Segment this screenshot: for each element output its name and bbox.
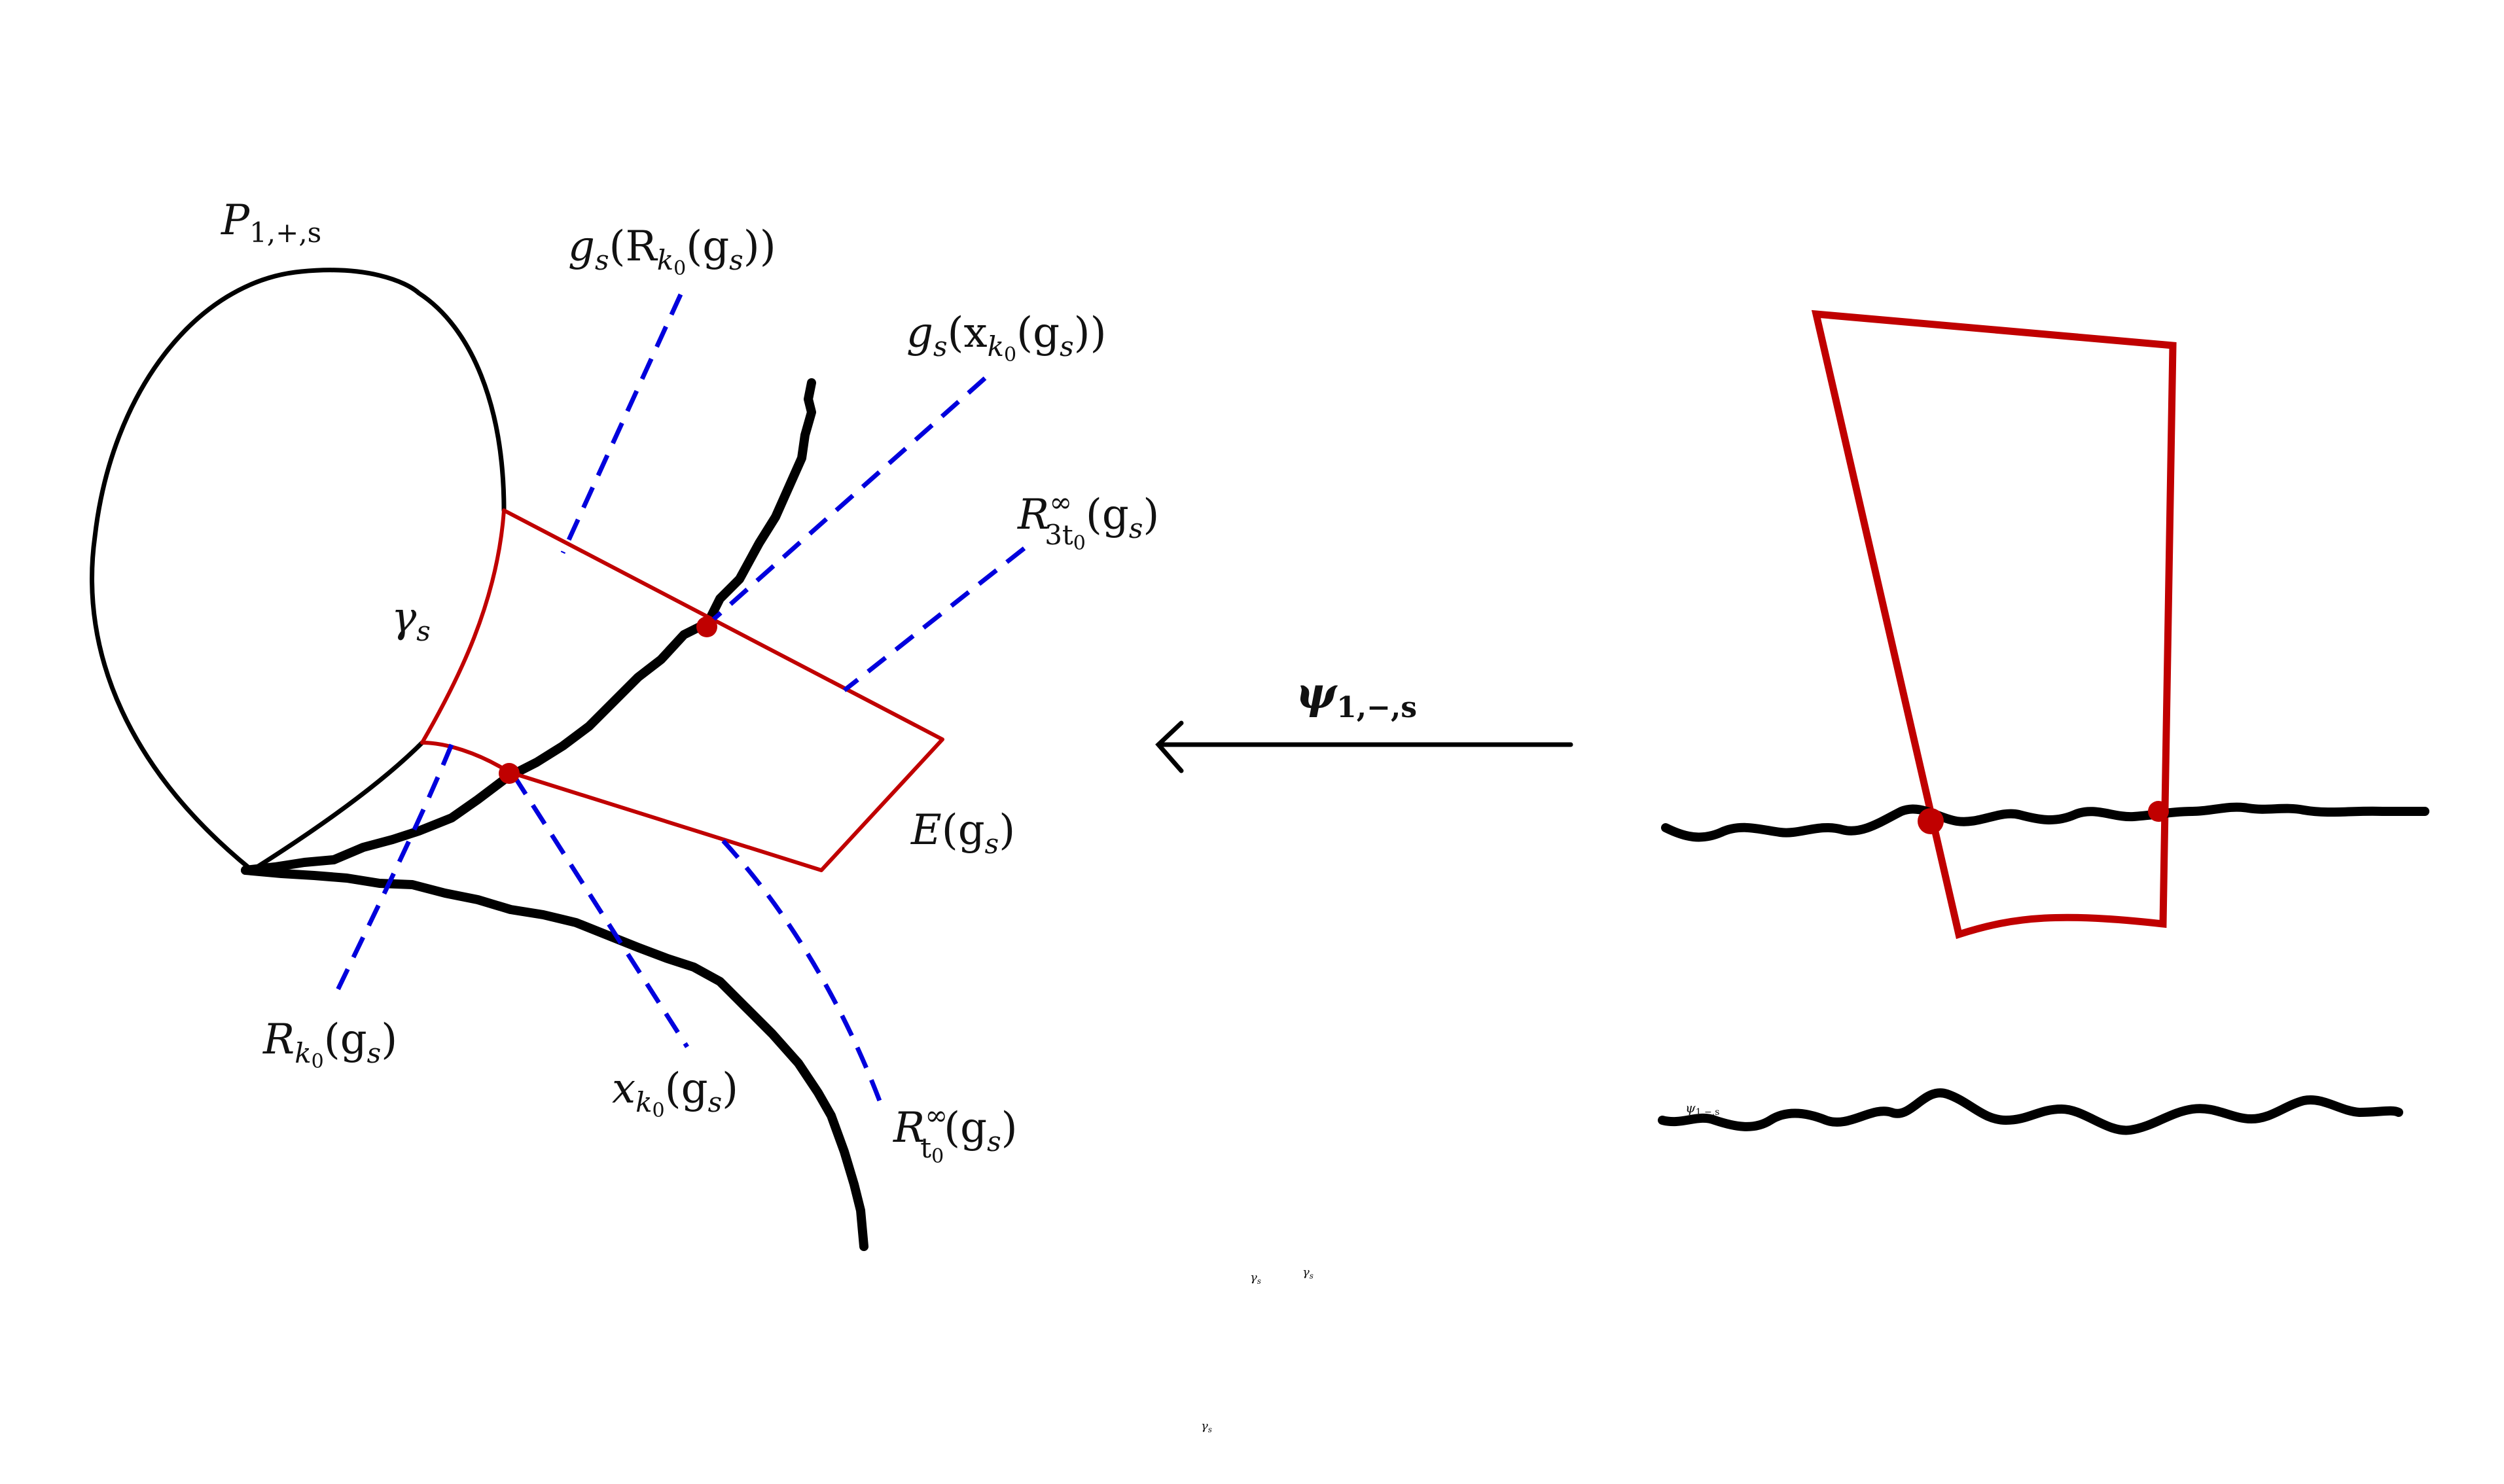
wavy-line-right-lower [1658,1088,2403,1135]
label-tiny-psi: ψ1,−,s [1685,1100,1719,1118]
map-arrow-head [1155,720,1184,773]
dashed-line-xk0 [512,774,689,1048]
wavy-curve-lower [241,866,868,1251]
label-Rt0: R∞t0(gs) [893,1099,1018,1168]
label-gxk0: gs(xk0(gs)) [906,309,1107,366]
label-R3t0: R∞3t0(gs) [1017,486,1159,555]
label-tiny-gamma-2: γs [1302,1265,1314,1281]
dashed-line-R3t0 [842,546,1026,692]
dashed-line-gxk0 [702,376,987,630]
dashed-line-gRk0 [560,293,683,554]
label-P: P1,+,s [221,196,321,249]
intersection-point-lower [499,763,520,784]
intersection-point-upper [696,616,717,637]
region-image-outline [1811,309,2177,940]
label-Rk0: Rk0(gs) [262,1016,397,1073]
loop-curve-P [90,268,507,873]
image-point-right [2148,801,2169,822]
label-gRk0: gs(Rk0(gs)) [568,222,776,280]
label-tiny-gamma-3: γs [1201,1419,1212,1434]
image-point-left [1918,808,1944,834]
loop-curve-P-inner [249,740,425,873]
wavy-curve-upper [241,378,816,875]
dashed-line-Rk0 [334,743,454,993]
dashed-line-Rt0 [721,839,883,1104]
region-E-outline [420,508,944,872]
label-psi: ψ1,−,s [1296,667,1417,724]
label-tiny-gamma-1: γs [1250,1271,1261,1286]
label-E: E(gs) [910,806,1015,860]
label-gamma: γs [391,593,431,647]
label-xk0: xk0(gs) [612,1065,738,1122]
wavy-line-right-upper [1661,802,2429,842]
